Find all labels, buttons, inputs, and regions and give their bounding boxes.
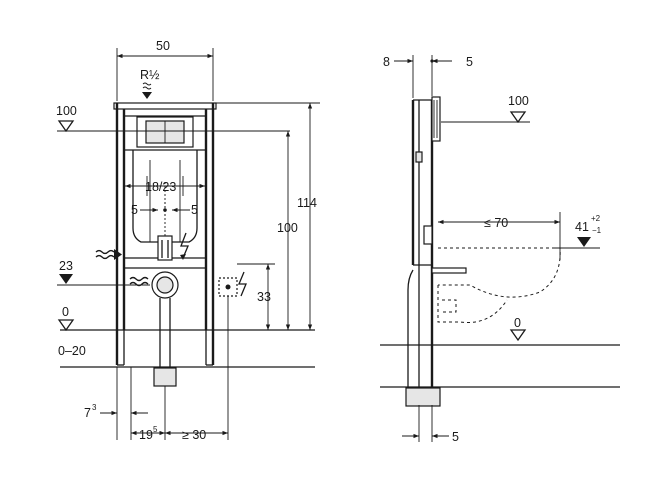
front-view: 50 R½ 100 18/23 5 5 23 0 0–20 114 100 33…	[56, 39, 320, 442]
flush-plate-cutout	[136, 116, 194, 148]
cistern	[132, 150, 198, 243]
level-0-label: 0	[62, 305, 69, 319]
electrical-connection-icon	[180, 232, 247, 297]
height-100-label: 100	[277, 221, 298, 235]
side-view: 8 5 100 ≤ 70 41 +2 −1 0 5	[380, 55, 620, 444]
bowl-height-label: 41	[575, 220, 589, 234]
depth-8-label: 8	[383, 55, 390, 69]
side-bracket	[431, 267, 467, 274]
flush-pipe	[151, 235, 179, 387]
water-inlet-icon	[129, 276, 149, 287]
side-level-100-label: 100	[508, 94, 529, 108]
height-33-label: 33	[257, 290, 271, 304]
depth-5-bottom-label: 5	[452, 430, 459, 444]
offset-left-label: 5	[131, 203, 138, 217]
floor-range-label: 0–20	[58, 344, 86, 358]
tolerance-plus: +2	[591, 214, 601, 223]
tolerance-minus: −1	[592, 226, 602, 235]
side-frame	[411, 99, 434, 390]
bottom-19-label: 19	[139, 428, 153, 442]
depth-5-top-label: 5	[466, 55, 473, 69]
side-connection-box	[423, 225, 433, 245]
side-flush-plate	[431, 96, 441, 142]
level-23-label: 23	[59, 259, 73, 273]
water-supply-icon	[95, 249, 122, 260]
height-114-label: 114	[297, 196, 317, 210]
bottom-30-label: ≥ 30	[182, 428, 206, 442]
side-drain-pipe	[405, 269, 441, 407]
bottom-7-superscript: 3	[92, 403, 97, 412]
wc-bowl-outline	[437, 247, 561, 324]
bottom-7-label: 7	[84, 406, 91, 420]
offset-right-label: 5	[191, 203, 198, 217]
supply-connection-arrow	[142, 82, 152, 99]
bottom-19-superscript: 5	[153, 425, 158, 434]
side-level-0-label: 0	[514, 316, 521, 330]
projection-label: ≤ 70	[484, 216, 508, 230]
width-label: 50	[156, 39, 170, 53]
flush-spacing-label: 18/23	[145, 180, 176, 194]
level-100-label: 100	[56, 104, 77, 118]
connection-label: R½	[140, 68, 160, 82]
power-socket-icon	[218, 277, 238, 297]
